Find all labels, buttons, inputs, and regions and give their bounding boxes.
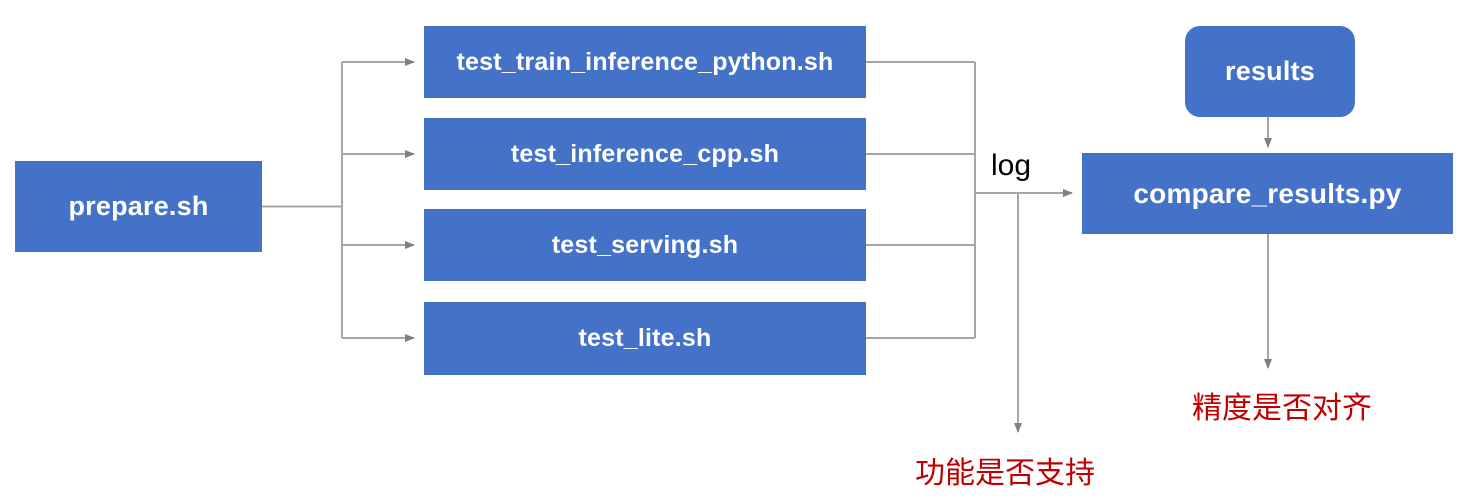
node-results-label: results	[1225, 56, 1315, 86]
node-results[interactable]: results	[1185, 26, 1355, 117]
node-test-lite-sh-label: test_lite.sh	[578, 324, 712, 352]
node-test-serving-sh-label: test_serving.sh	[551, 230, 739, 259]
node-compare-results-py-label: compare_results.py	[1133, 177, 1402, 209]
connector-steps-to-log-trunk	[866, 61, 976, 339]
node-test-inference-cpp-sh[interactable]: test_inference_cpp.sh	[424, 118, 866, 190]
note-precision-aligned: 精度是否对齐	[1192, 391, 1372, 426]
node-test-train-inference-python-sh[interactable]: test_train_inference_python.sh	[424, 26, 866, 98]
node-test-train-inference-python-sh-label: test_train_inference_python.sh	[456, 47, 834, 76]
node-test-serving-sh[interactable]: test_serving.sh	[424, 209, 866, 281]
note-function-supported: 功能是否支持	[915, 456, 1095, 491]
node-test-inference-cpp-sh-label: test_inference_cpp.sh	[510, 139, 780, 168]
node-prepare-sh[interactable]: prepare.sh	[15, 161, 262, 252]
node-prepare-sh-label: prepare.sh	[68, 191, 209, 221]
connector-prepare-to-trunk	[262, 62, 343, 338]
edge-label-log: log	[991, 149, 1032, 182]
node-test-lite-sh[interactable]: test_lite.sh	[424, 302, 866, 375]
node-compare-results-py[interactable]: compare_results.py	[1082, 153, 1453, 234]
